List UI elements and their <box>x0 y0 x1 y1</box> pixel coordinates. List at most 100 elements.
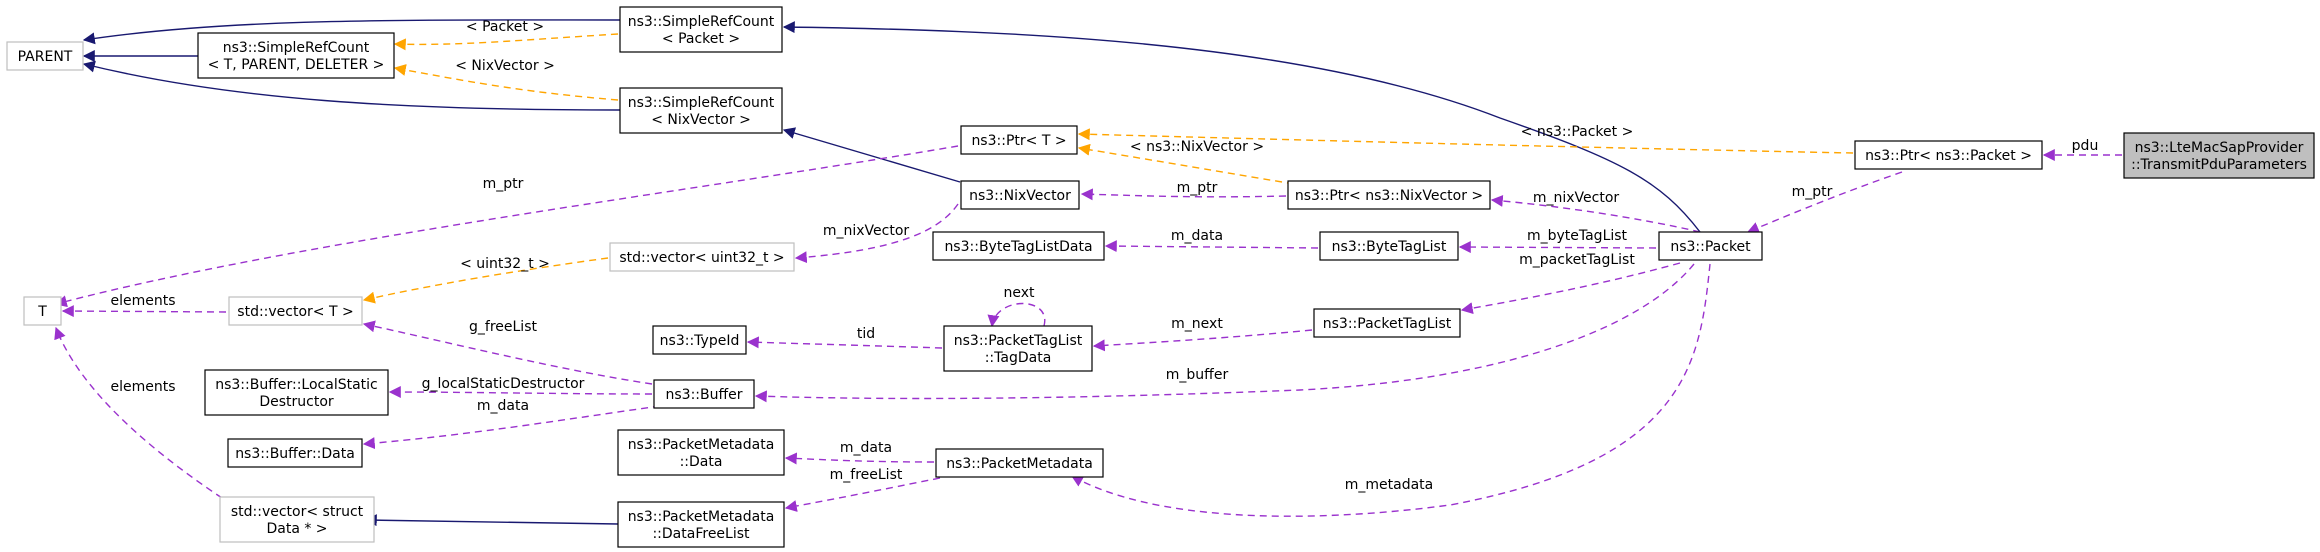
edge-label-elements-struct: elements <box>110 379 175 395</box>
node-box <box>204 369 389 416</box>
edge-label-m-next: m_next <box>1171 316 1223 332</box>
node-packetmetadata-data[interactable]: ns3::PacketMetadata::Data <box>617 429 785 476</box>
edge-packet-m-metadata <box>1070 263 1711 517</box>
edge-packettaglist-m-next <box>1092 329 1313 352</box>
node-label: Destructor <box>259 394 334 410</box>
edge-vector-uint32-template <box>362 257 609 304</box>
edge-packetmetadata-m-data <box>784 452 935 465</box>
edge-packet-m-nixvector <box>1490 194 1701 233</box>
node-packetmetadata[interactable]: ns3::PacketMetadata <box>935 448 1104 478</box>
edge-label-pdu: pdu <box>2072 138 2099 154</box>
node-packet[interactable]: ns3::Packet <box>1658 231 1763 261</box>
node-packettaglist[interactable]: ns3::PacketTagList <box>1313 308 1461 338</box>
edge-label-ns3-packet-template: < ns3::Packet > <box>1521 124 1634 140</box>
node-box <box>6 41 84 71</box>
node-vector-uint32[interactable]: std::vector< uint32_t > <box>609 242 795 272</box>
node-box <box>227 438 363 468</box>
node-packetmetadata-datafreelist[interactable]: ns3::PacketMetadata::DataFreeList <box>617 501 785 548</box>
edge-packetmetadata-m-freelist <box>784 477 941 512</box>
node-label: std::vector< T > <box>237 304 353 320</box>
edge-label-m-ptr-t: m_ptr <box>483 176 524 192</box>
node-box <box>1854 140 2043 170</box>
edge-buffer-m-data <box>362 405 661 450</box>
edge-nixvector-template <box>393 64 619 101</box>
node-label: ns3::Packet <box>1670 239 1751 255</box>
edge-ptr-t-m-ptr <box>54 145 959 308</box>
node-simplerefcount-tpd[interactable]: ns3::SimpleRefCount< T, PARENT, DELETER … <box>197 32 395 79</box>
edge-label-m-nixvector-2: m_nixVector <box>1533 190 1620 206</box>
node-box <box>960 180 1080 210</box>
node-label: ns3::SimpleRefCount <box>628 95 775 111</box>
node-nixvector[interactable]: ns3::NixVector <box>960 180 1080 210</box>
edge-nixvector-m-nixvector <box>794 203 959 264</box>
node-label: ::Data <box>680 454 723 470</box>
node-box <box>1658 231 1763 261</box>
edge-nixvector-inherits <box>782 127 961 183</box>
node-label: ns3::Buffer::Data <box>235 446 355 462</box>
edge-buffer-g-localstaticdestructor <box>388 386 653 399</box>
edge-label-packet-template: < Packet > <box>466 19 544 35</box>
node-box <box>197 32 395 79</box>
edge-label-next: next <box>1003 285 1035 301</box>
edge-ptr-packet-template <box>1077 128 1854 154</box>
node-label: ns3::LteMacSapProvider <box>2135 140 2304 156</box>
node-bytetaglist[interactable]: ns3::ByteTagList <box>1319 231 1459 261</box>
edge-label-m-freelist: m_freeList <box>830 467 903 483</box>
edge-ptr-nixvector-m-ptr <box>1080 188 1287 201</box>
node-box <box>935 448 1104 478</box>
node-vector-t[interactable]: std::vector< T > <box>228 296 363 326</box>
node-parent[interactable]: PARENT <box>6 41 84 71</box>
node-box <box>943 325 1093 372</box>
node-t[interactable]: T <box>23 296 62 326</box>
node-box <box>1313 308 1461 338</box>
edge-packet-inherits <box>782 21 1701 233</box>
edge-label-m-ptr-packet: m_ptr <box>1792 184 1833 200</box>
node-label: ns3::PacketTagList <box>954 333 1083 349</box>
node-box <box>619 87 783 134</box>
edge-buffer-g-freelist <box>362 320 653 385</box>
node-ptr-packet[interactable]: ns3::Ptr< ns3::Packet > <box>1854 140 2043 170</box>
node-label: ns3::PacketMetadata <box>628 509 775 525</box>
node-label: ns3::Ptr< ns3::NixVector > <box>1295 188 1483 204</box>
node-typeid[interactable]: ns3::TypeId <box>652 325 747 355</box>
node-box <box>652 325 747 355</box>
node-simplerefcount-nixvector[interactable]: ns3::SimpleRefCount< NixVector > <box>619 87 783 134</box>
node-label: ns3::Buffer <box>666 387 743 403</box>
node-ptr-nixvector[interactable]: ns3::Ptr< ns3::NixVector > <box>1287 180 1491 210</box>
edge-datafreelist-inherits <box>364 514 619 527</box>
node-simplerefcount-packet[interactable]: ns3::SimpleRefCount< Packet > <box>619 6 783 53</box>
node-buffer[interactable]: ns3::Buffer <box>653 379 755 409</box>
edge-label-g-freelist: g_freeList <box>469 319 537 335</box>
node-label: ns3::Ptr< T > <box>971 133 1066 149</box>
node-label: ns3::SimpleRefCount <box>223 40 370 56</box>
node-box <box>1319 231 1459 261</box>
node-box <box>617 501 785 548</box>
node-transmit-pdu-parameters[interactable]: ns3::LteMacSapProvider::TransmitPduParam… <box>2123 132 2315 179</box>
node-label: ns3::PacketTagList <box>1323 316 1452 332</box>
node-box <box>228 296 363 326</box>
node-label: ns3::Ptr< ns3::Packet > <box>1865 148 2032 164</box>
node-bytetaglistdata[interactable]: ns3::ByteTagListData <box>932 231 1105 261</box>
edge-label-m-data-bytetaglist: m_data <box>1171 228 1223 244</box>
edge-label-elements-vector-t: elements <box>110 293 175 309</box>
node-box <box>617 429 785 476</box>
node-label: < Packet > <box>662 31 740 47</box>
edge-ptr-packet-m-ptr <box>1746 171 1903 234</box>
node-ptr-t[interactable]: ns3::Ptr< T > <box>960 125 1078 155</box>
edge-vector-t-elements <box>61 305 227 318</box>
edge-label-g-localstaticdestructor: g_localStaticDestructor <box>422 376 585 392</box>
node-label: ns3::SimpleRefCount <box>628 14 775 30</box>
node-label: ::DataFreeList <box>652 526 750 542</box>
node-packettaglist-tagdata[interactable]: ns3::PacketTagList::TagData <box>943 325 1093 372</box>
edge-simplerefcount-packet-to-parent <box>82 19 621 45</box>
node-label: std::vector< struct <box>231 504 364 520</box>
node-buffer-data[interactable]: ns3::Buffer::Data <box>227 438 363 468</box>
node-label: ns3::PacketMetadata <box>628 437 775 453</box>
node-box <box>2123 132 2315 179</box>
node-label: ns3::TypeId <box>660 333 740 349</box>
node-box <box>1287 180 1491 210</box>
node-box <box>653 379 755 409</box>
